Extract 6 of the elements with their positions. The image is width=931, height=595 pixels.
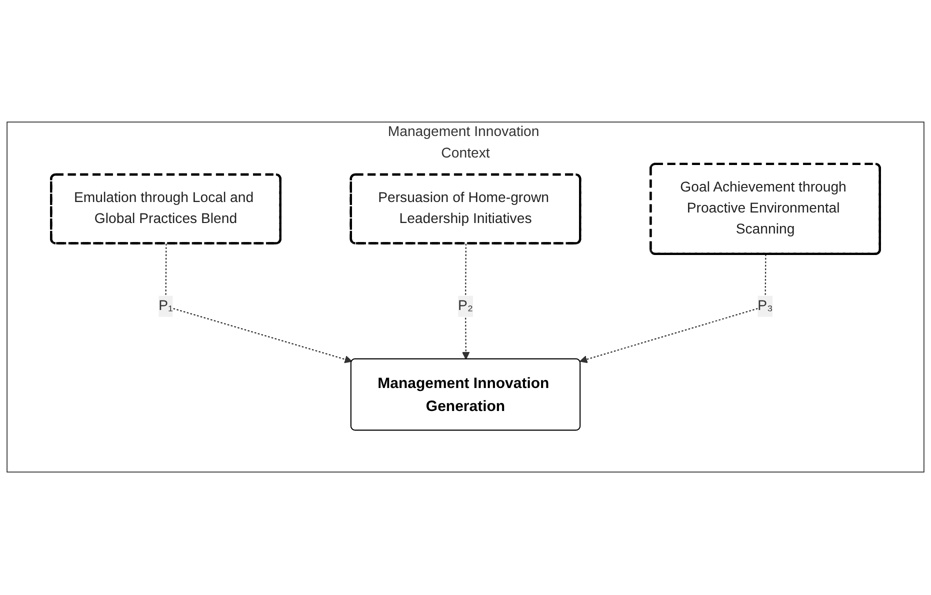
edge-label: P₁	[158, 298, 173, 314]
arrow	[580, 254, 766, 364]
edge-label: P₃	[758, 298, 773, 314]
arrow	[165, 244, 352, 364]
arrow	[462, 244, 470, 360]
edge-label: P₂	[458, 298, 473, 314]
